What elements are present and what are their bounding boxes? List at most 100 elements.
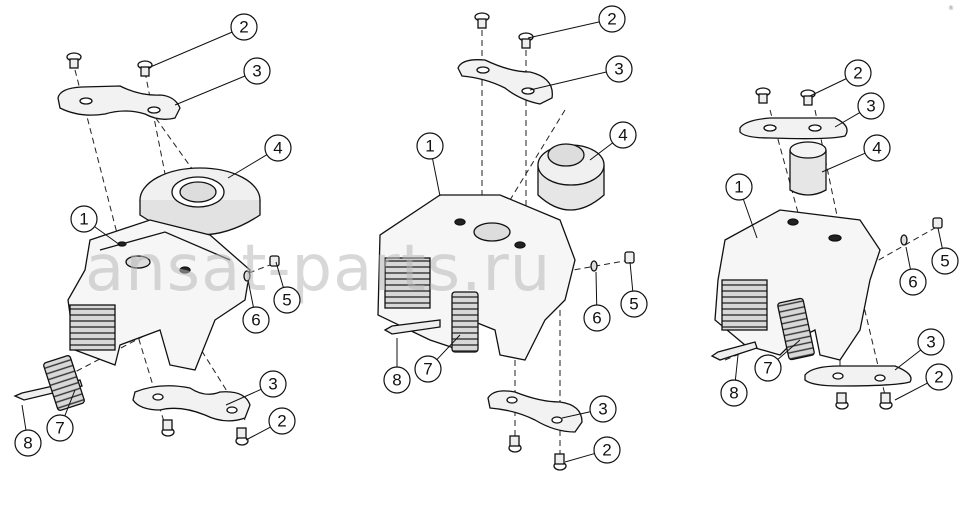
plate-part-3 bbox=[739, 117, 848, 140]
callout-left-2: 2 bbox=[245, 407, 296, 441]
callout-leader-line bbox=[147, 31, 233, 69]
washer-part-6 bbox=[900, 234, 908, 246]
plate-lower-part-3 bbox=[487, 390, 583, 433]
fin-block-right bbox=[721, 279, 768, 331]
callout-left-5: 5 bbox=[273, 261, 301, 314]
callout-number: 3 bbox=[252, 62, 261, 81]
callout-number: 5 bbox=[940, 252, 949, 271]
callout-left-3: 3 bbox=[174, 57, 271, 106]
corner-mark: ® bbox=[948, 5, 954, 12]
washer-part-6 bbox=[590, 260, 598, 272]
callout-leader-line bbox=[561, 411, 591, 419]
callout-number: 4 bbox=[273, 139, 282, 158]
callout-number: 6 bbox=[908, 273, 917, 292]
callout-number: 2 bbox=[602, 441, 611, 460]
callout-leader-line bbox=[595, 271, 598, 306]
callout-middle-8: 8 bbox=[383, 338, 411, 394]
callout-leader-line bbox=[432, 158, 441, 197]
callout-bubble bbox=[14, 429, 42, 457]
callout-right-3: 3 bbox=[834, 92, 885, 128]
plate-part-3 bbox=[57, 85, 181, 120]
callout-leader-line bbox=[894, 382, 928, 401]
callout-leader-line bbox=[529, 71, 607, 91]
callout-leader-line bbox=[894, 349, 922, 371]
assembly-left bbox=[13, 52, 280, 446]
assembly-middle bbox=[377, 12, 635, 471]
callout-number: 3 bbox=[926, 333, 935, 352]
screw-part-2 bbox=[66, 52, 153, 77]
callout-bubble bbox=[242, 306, 270, 334]
callout-bubble bbox=[931, 247, 959, 275]
callout-left-8: 8 bbox=[14, 404, 42, 457]
fin-block-left bbox=[69, 304, 116, 351]
callout-left-3: 3 bbox=[225, 370, 287, 406]
callout-number: 1 bbox=[425, 137, 434, 156]
callout-bubble bbox=[589, 395, 617, 423]
callout-leader-line bbox=[174, 75, 246, 106]
callout-number: 2 bbox=[934, 368, 943, 387]
callout-leader-line bbox=[834, 112, 861, 128]
callout-bubble bbox=[259, 370, 287, 398]
callout-leader-line bbox=[64, 389, 76, 417]
callout-leader-line bbox=[742, 199, 758, 239]
callout-left-6: 6 bbox=[242, 279, 270, 334]
callout-number: 8 bbox=[392, 371, 401, 390]
callout-bubble bbox=[725, 173, 753, 201]
callout-middle-1: 1 bbox=[416, 132, 444, 197]
callout-leader-line bbox=[21, 404, 27, 431]
washer-part-6 bbox=[243, 270, 251, 282]
callout-bubble bbox=[899, 268, 927, 296]
callout-leader-line bbox=[821, 152, 866, 173]
callout-leader-line bbox=[734, 354, 739, 381]
callout-bubble bbox=[598, 5, 626, 33]
screw-part-2 bbox=[474, 12, 534, 49]
callout-middle-5: 5 bbox=[620, 261, 648, 318]
callout-right-8: 8 bbox=[720, 354, 748, 407]
callout-number: 1 bbox=[79, 210, 88, 229]
pin-part-4 bbox=[789, 141, 827, 196]
callout-number: 7 bbox=[763, 359, 772, 378]
clip-part-7 bbox=[43, 355, 85, 411]
callout-right-2: 2 bbox=[894, 363, 953, 401]
nut-part-5 bbox=[932, 217, 943, 229]
callout-number: 6 bbox=[251, 311, 260, 330]
callout-leader-line bbox=[227, 154, 268, 179]
callout-middle-2: 2 bbox=[564, 436, 621, 464]
callout-bubble bbox=[243, 57, 271, 85]
callout-number: 8 bbox=[23, 434, 32, 453]
callout-number: 3 bbox=[866, 97, 875, 116]
callout-number: 2 bbox=[239, 18, 248, 37]
callout-leader-line bbox=[527, 21, 600, 39]
assembly-right bbox=[710, 87, 943, 410]
callout-leader-line bbox=[937, 227, 943, 249]
plate-part-3 bbox=[457, 59, 553, 105]
callout-right-2: 2 bbox=[809, 59, 872, 97]
callout-bubble bbox=[416, 132, 444, 160]
callout-bubble bbox=[273, 286, 301, 314]
callout-left-7: 7 bbox=[46, 389, 76, 442]
callout-bubble bbox=[620, 290, 648, 318]
callout-number: 8 bbox=[729, 384, 738, 403]
callout-middle-3: 3 bbox=[529, 55, 633, 91]
callout-number: 1 bbox=[734, 178, 743, 197]
callout-bubble bbox=[917, 328, 945, 356]
callout-number: 2 bbox=[277, 412, 286, 431]
callout-right-6: 6 bbox=[899, 246, 927, 296]
callout-number: 3 bbox=[268, 375, 277, 394]
callout-middle-3: 3 bbox=[561, 395, 617, 423]
callout-leader-line bbox=[94, 226, 121, 246]
callout-number: 6 bbox=[592, 309, 601, 328]
callout-bubble bbox=[593, 436, 621, 464]
callout-number: 2 bbox=[607, 10, 616, 29]
housing-part-1 bbox=[377, 194, 576, 361]
callout-number: 5 bbox=[629, 295, 638, 314]
callout-bubble bbox=[383, 366, 411, 394]
callout-bubble bbox=[754, 354, 782, 382]
callout-leader-line bbox=[809, 78, 847, 97]
clip-part-7 bbox=[777, 297, 815, 361]
callout-bubble bbox=[268, 407, 296, 435]
callout-leader-line bbox=[247, 279, 254, 308]
callout-bubble bbox=[583, 304, 611, 332]
callout-leader-line bbox=[225, 388, 262, 406]
callout-right-7: 7 bbox=[754, 339, 801, 382]
